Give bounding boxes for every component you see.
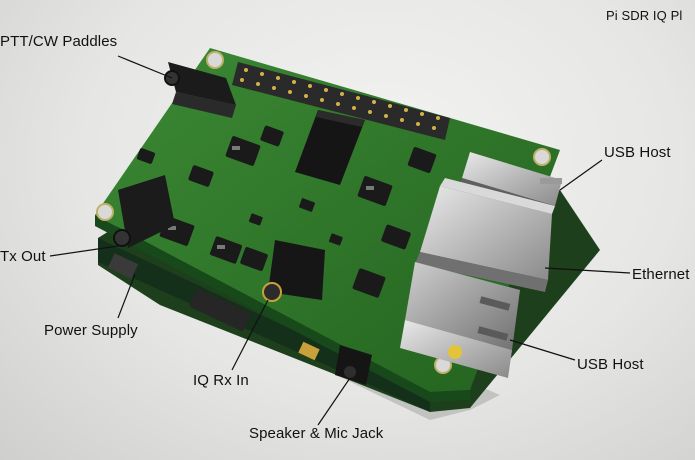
label-ptt-cw-paddles: PTT/CW Paddles [0,33,118,50]
leader-lines [49,55,631,426]
label-ethernet: Ethernet [632,266,690,283]
label-speaker-mic-jack: Speaker & Mic Jack [249,425,384,442]
tx-out-jack [113,175,175,248]
smd-highlights [168,146,374,249]
ethernet-port [415,178,555,292]
smd-components [136,125,437,298]
label-power-supply: Power Supply [44,322,138,339]
usb-host-bottom-port [400,262,520,378]
label-usb-host-top: USB Host [604,144,671,161]
gpio-header [232,62,450,140]
label-usb-host-bottom: USB Host [577,356,644,373]
label-tx-out: Tx Out [0,248,46,265]
power-connector [107,253,251,331]
page-title: Pi SDR IQ Pl [606,8,683,23]
iq-rx-jack [262,240,325,302]
label-iq-rx-in: IQ Rx In [193,372,249,389]
main-ic-chip [295,110,365,185]
speaker-mic-jack [335,345,372,385]
